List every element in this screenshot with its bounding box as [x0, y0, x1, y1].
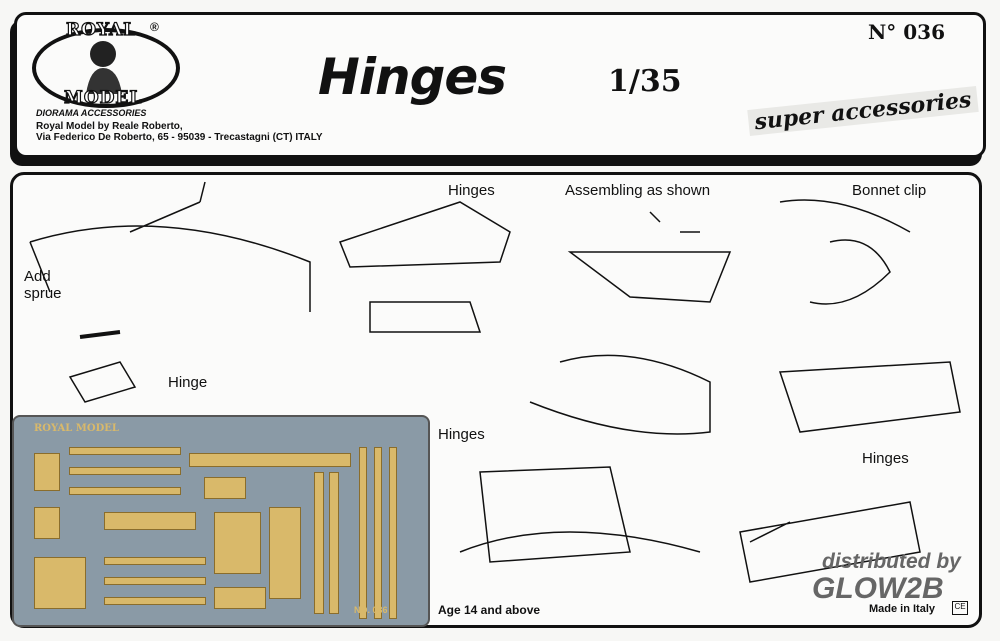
label-hinge: Hinge	[168, 374, 208, 391]
soldier-icon	[86, 41, 122, 94]
fret-brand: ROYAL MODEL	[34, 423, 119, 434]
distributor-label: distributed by	[822, 550, 961, 573]
address-line-2: Via Federico De Roberto, 65 - 95039 - Tr…	[36, 132, 323, 143]
engine-drawing	[339, 201, 511, 333]
distributor-logo: GLOW2B	[812, 572, 944, 605]
bonnet-clip-drawing	[779, 199, 911, 305]
hood-drawing	[29, 181, 311, 312]
hands-drawing	[459, 466, 701, 563]
label-hinges-left: Hinges	[438, 426, 485, 443]
age-label: Age 14 and above	[438, 603, 541, 617]
photo-etch-fret: ROYAL MODEL NO. 036	[12, 415, 430, 627]
assembly-drawing	[567, 211, 732, 303]
brand-logo-bottom: MODEL	[63, 87, 143, 108]
hatch-drawing	[739, 501, 921, 583]
product-number: N° 036	[868, 20, 945, 44]
scale-label: 1/35	[608, 64, 682, 99]
registered-mark: ®	[150, 20, 159, 34]
label-hinges-top: Hinges	[448, 182, 495, 199]
brand-subtitle: DIORAMA ACCESSORIES	[36, 108, 147, 118]
label-bonnet-clip: Bonnet clip	[852, 182, 927, 199]
fret-code: NO. 036	[354, 605, 388, 615]
product-title: Hinges	[318, 48, 507, 106]
address-line-1: Royal Model by Reale Roberto,	[36, 121, 183, 132]
hinge-part	[68, 361, 137, 403]
crate-drawing	[778, 361, 961, 433]
brand-logo	[32, 28, 180, 108]
ce-mark-icon: CE	[952, 601, 968, 615]
label-hinges-right: Hinges	[862, 450, 909, 467]
header-box	[14, 12, 986, 158]
panel-drawing	[529, 354, 711, 435]
made-in-label: Made in Italy	[869, 603, 936, 615]
assembly-drawings	[29, 181, 961, 583]
label-assembling: Assembling as shown	[565, 182, 711, 199]
brand-logo-top: ROYAL	[65, 19, 137, 40]
label-add-sprue: Add sprue	[24, 268, 62, 302]
